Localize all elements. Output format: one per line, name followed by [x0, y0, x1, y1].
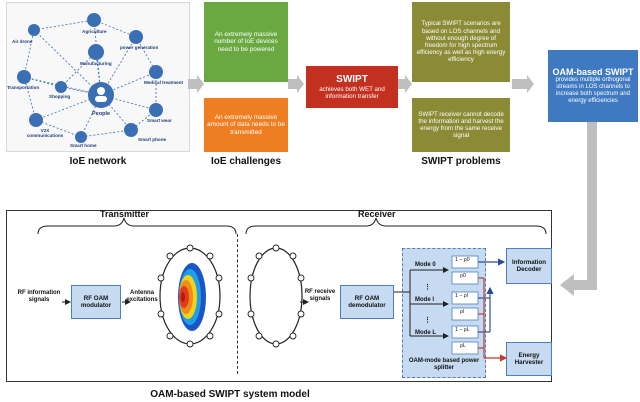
- swipt-box: SWIPT achieves both WET and information …: [306, 66, 398, 108]
- arrow-problems-to-oam: [512, 75, 534, 93]
- rho-L: ρL: [460, 343, 466, 349]
- node-power-generation: power generation: [120, 45, 159, 50]
- node-manufacturing: Manufacturing: [80, 61, 112, 66]
- problem-receiver-box: SWIPT receiver cannot decode the informa…: [412, 98, 510, 152]
- node-v2x: V2X communications: [26, 128, 64, 138]
- mode-0-label: Mode 0: [415, 262, 436, 268]
- section-brackets: [37, 217, 547, 235]
- antenna-excitations-label: Antenna excitations: [126, 290, 158, 303]
- rx-antenna-array: [247, 244, 305, 348]
- swipt-text: achieves both WET and information transf…: [319, 85, 385, 100]
- problem-los-box: Typical SWIPT scenarios are based on LOS…: [412, 2, 510, 82]
- rf-oam-demodulator-box: RF OAM demodulator: [340, 285, 394, 319]
- arrow-swipt-to-problems: [398, 75, 412, 93]
- arrow-oam-to-system-model: [560, 122, 597, 296]
- tx-rx-divider: [237, 234, 238, 374]
- system-model-frame: [6, 210, 552, 382]
- receiver-label: Receiver: [358, 209, 396, 219]
- splitter-wiring: [394, 255, 508, 362]
- challenge-power-box: An extremely massive number of IoE devic…: [204, 2, 288, 82]
- node-shopping: Shopping: [49, 94, 71, 99]
- ioe-challenges-caption: IoE challenges: [210, 156, 282, 167]
- node-smart-phone: Smart phone: [138, 137, 167, 142]
- node-smart-wear: Smart wear: [147, 118, 172, 123]
- mode-l-label: Mode l: [415, 297, 434, 303]
- oam-swipt-box: OAM-based SWIPT provides multiple orthog…: [548, 50, 638, 122]
- challenge-data-box: An extremely massive amount of data need…: [204, 98, 288, 152]
- rf-receive-signals-label: RF receive signals: [304, 289, 336, 302]
- rho-l: ρl: [460, 309, 465, 315]
- dots-2: ⋮: [424, 317, 431, 324]
- rho-0-complement: 1 − ρ0: [455, 257, 470, 263]
- arrow-challenges-to-swipt: [288, 75, 304, 93]
- ioe-network-caption: IoE network: [69, 156, 127, 167]
- oam-swipt-text: provides multiple orthogonal streams in …: [555, 76, 631, 105]
- rf-info-signals-label: RF information signals: [17, 290, 61, 303]
- node-air-drone: Air drone: [12, 39, 33, 44]
- rho-L-complement: 1 − ρL: [455, 327, 470, 333]
- energy-harvester-box: Energy Harvester: [506, 342, 552, 376]
- node-agriculture: Agriculture: [82, 29, 107, 34]
- information-decoder-box: Information Decoder: [506, 248, 552, 284]
- dots-1: ⋮: [424, 284, 431, 291]
- node-people: People: [92, 111, 111, 117]
- tx-antenna-array: [157, 244, 223, 348]
- power-splitter-label: OAM-mode based power splitter: [408, 358, 480, 371]
- mode-L-label: Mode L: [415, 330, 436, 336]
- transmitter-label: Transmitter: [100, 209, 150, 219]
- rf-oam-modulator-box: RF OAM modulator: [71, 285, 121, 319]
- oam-swipt-title: OAM-based SWIPT: [552, 66, 634, 77]
- node-medical-treatment: Medical treatment: [144, 80, 184, 85]
- ioe-network-diagram: [17, 13, 163, 143]
- swipt-title: SWIPT: [336, 73, 368, 85]
- rho-l-complement: 1 − ρl: [455, 293, 468, 299]
- swipt-problems-caption: SWIPT problems: [421, 156, 501, 167]
- node-smart-home: Smart home: [70, 143, 97, 148]
- arrow-network-to-challenges: [188, 75, 204, 93]
- node-transportation: Transportation: [7, 85, 40, 90]
- system-model-caption: OAM-based SWIPT system model: [150, 389, 310, 400]
- rho-0: ρ0: [460, 273, 466, 279]
